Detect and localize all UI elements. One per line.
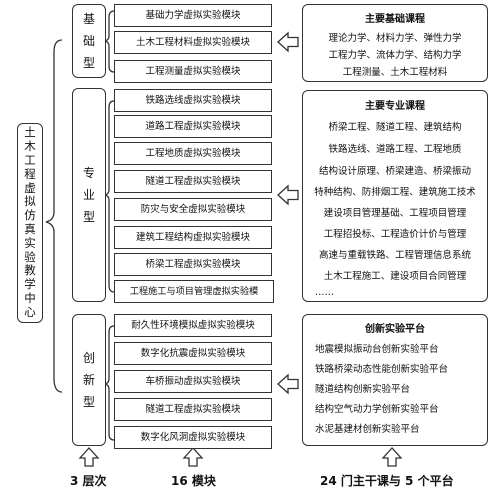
- arrow-innovation: [277, 373, 299, 395]
- module-engineering-geology: 工程地质虚拟实验模块: [114, 142, 272, 165]
- bracket-basic: [104, 10, 115, 73]
- module-durability-environment: 耐久性环境模拟虚拟实验模块: [114, 314, 272, 337]
- module-construction-management: 工程施工与项目管理虚拟实验模: [114, 280, 274, 303]
- panel-professional-line: 高速与重载铁路、工程管理信息系统: [318, 250, 471, 261]
- arrow-up-modules: [182, 447, 204, 467]
- category-innovation-label: 创新型: [82, 351, 95, 409]
- panel-professional-line: 结构设计原理、桥梁建造、桥梁振动: [318, 166, 471, 177]
- module-civil-materials: 土木工程材料虚拟实验模块: [114, 31, 272, 54]
- category-basic-label: 基础型: [82, 12, 95, 70]
- module-tunnel-engineering-innovation: 隧道工程虚拟实验模块: [114, 398, 272, 421]
- panel-innovation-line: 结构空气动力学创新实验平台: [315, 404, 439, 415]
- panel-basic-line: 工程力学、流体力学、结构力学: [328, 50, 462, 61]
- arrow-professional: [277, 184, 299, 206]
- module-railway-route: 铁路选线虚拟实验模块: [114, 89, 272, 112]
- footer-modules: 16 模块: [171, 474, 216, 488]
- panel-innovation-line: 地震模拟振动台创新实验平台: [315, 344, 439, 355]
- center-box: 土木工程虚拟仿真实验教学中心: [17, 123, 43, 323]
- panel-professional-line: 铁路选线、道路工程、工程地质: [328, 144, 462, 155]
- module-engineering-surveying: 工程测量虚拟实验模块: [114, 60, 272, 83]
- category-professional-label: 专业型: [82, 166, 95, 224]
- panel-professional-title: 主要专业课程: [365, 101, 425, 112]
- panel-innovation-line: 水泥基建材创新实验平台: [315, 424, 420, 435]
- panel-basic-line: 理论力学、材料力学、弹性力学: [328, 33, 462, 44]
- panel-innovation-platforms: 创新实验平台 地震模拟振动台创新实验平台 铁路桥梁动态性能创新实验平台 隧道结构…: [302, 314, 488, 446]
- category-professional: 专业型: [72, 88, 106, 302]
- module-road-engineering: 道路工程虚拟实验模块: [114, 115, 272, 138]
- panel-professional-line: 工程招投标、工程造价计价与管理: [323, 229, 467, 240]
- panel-basic-line: 工程测量、土木工程材料: [342, 67, 448, 78]
- module-bridge-engineering: 桥梁工程虚拟实验模块: [114, 253, 272, 276]
- panel-professional-line: 建设项目管理基础、工程项目管理: [323, 208, 467, 219]
- module-digital-seismic: 数字化抗震虚拟实验模块: [114, 342, 272, 365]
- module-digital-wind-tunnel: 数字化风洞虚拟实验模块: [114, 426, 272, 449]
- bracket-center: [45, 39, 63, 393]
- panel-professional-line: 特种结构、防排烟工程、建筑施工技术: [314, 187, 476, 198]
- module-disaster-safety: 防灾与安全虚拟实验模块: [114, 198, 272, 221]
- bracket-innovation: [104, 325, 115, 441]
- module-basic-mechanics: 基础力学虚拟实验模块: [114, 4, 272, 27]
- category-basic: 基础型: [72, 4, 106, 78]
- module-vehicle-bridge-vibration: 车桥振动虚拟实验模块: [114, 370, 272, 393]
- arrow-basic: [277, 31, 299, 53]
- panel-innovation-title: 创新实验平台: [365, 324, 425, 335]
- module-building-structure: 建筑工程结构虚拟实验模块: [114, 226, 272, 249]
- arrow-up-levels: [78, 447, 100, 467]
- center-title: 土木工程虚拟仿真实验教学中心: [18, 124, 42, 322]
- category-innovation: 创新型: [72, 314, 106, 446]
- panel-professional-ellipsis: ……: [315, 287, 334, 298]
- arrow-up-courses: [381, 447, 403, 467]
- panel-professional-line: 土木工程施工、建设项目合同管理: [323, 271, 467, 282]
- panel-basic-courses: 主要基础课程 理论力学、材料力学、弹性力学 工程力学、流体力学、结构力学 工程测…: [302, 4, 488, 82]
- module-tunnel-engineering: 隧道工程虚拟实验模块: [114, 170, 272, 193]
- bracket-professional: [104, 100, 115, 293]
- footer-courses: 24 门主干课与 5 个平台: [320, 474, 454, 488]
- panel-professional-line: 桥梁工程、隧道工程、建筑结构: [328, 122, 462, 133]
- panel-innovation-line: 隧道结构创新实验平台: [315, 384, 411, 395]
- center-title-text: 土木工程虚拟仿真实验教学中心: [24, 125, 36, 319]
- panel-professional-courses: 主要专业课程 桥梁工程、隧道工程、建筑结构 铁路选线、道路工程、工程地质 结构设…: [302, 90, 488, 302]
- footer-levels: 3 层次: [70, 474, 107, 488]
- panel-basic-title: 主要基础课程: [365, 14, 425, 25]
- panel-innovation-line: 铁路桥梁动态性能创新实验平台: [315, 364, 449, 375]
